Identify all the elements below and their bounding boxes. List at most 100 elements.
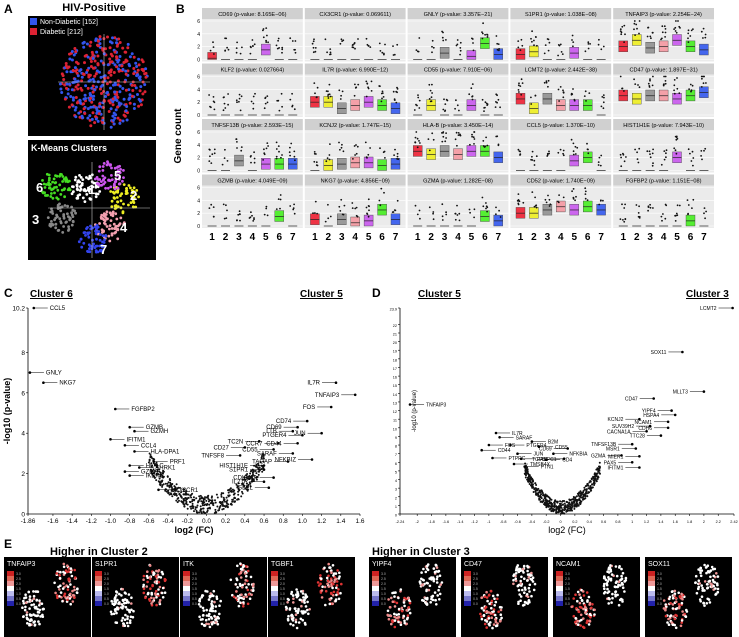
jitter-point — [280, 156, 282, 159]
jitter-point — [417, 50, 420, 53]
jitter-point — [572, 153, 575, 156]
volcano-point — [182, 498, 185, 500]
color-scale-swatch — [556, 581, 563, 586]
jitter-point — [572, 142, 575, 145]
feature-cell-point — [337, 597, 341, 601]
jitter-point — [369, 46, 372, 48]
jitter-point — [240, 146, 243, 149]
tsne-cluster-point — [118, 171, 122, 174]
tsne-cell-point — [113, 90, 117, 94]
feature-cell-point — [299, 617, 303, 621]
volcano-point — [542, 499, 545, 501]
jitter-point — [660, 215, 663, 218]
volcano-point — [538, 497, 541, 500]
facet-plot-area — [407, 185, 509, 228]
jitter-point — [621, 203, 623, 206]
jitter-point — [531, 40, 533, 43]
jitter-point — [533, 159, 536, 162]
color-scale-value: 0.0 — [565, 602, 570, 606]
feature-cell-point — [399, 623, 403, 626]
gene-label: TMSB4X — [530, 462, 551, 468]
tsne-cluster-point — [80, 183, 84, 187]
tsne-cluster-point — [100, 217, 103, 220]
gene-label: NFKBIZ — [275, 457, 297, 463]
jitter-point — [584, 50, 587, 53]
volcano-point — [593, 484, 596, 486]
jitter-point — [485, 136, 487, 139]
tsne-cluster-point — [59, 209, 63, 213]
tsne-cluster-point — [122, 169, 125, 172]
jitter-point — [281, 46, 284, 49]
jitter-point — [456, 104, 459, 107]
tsne-cluster-point — [94, 195, 98, 199]
tsne-cell-point — [132, 107, 136, 110]
jitter-point — [472, 136, 475, 139]
tsne-cell-point — [122, 97, 126, 101]
tsne-cell-point — [95, 106, 98, 110]
jitter-point — [241, 46, 243, 49]
tsne-cell-point — [108, 46, 112, 50]
volcano-point — [223, 505, 226, 508]
y-tick-label: 5 — [395, 470, 397, 474]
jitter-point — [664, 75, 667, 78]
volcano-point — [550, 498, 553, 501]
facet-plot-area — [613, 185, 714, 228]
jitter-point — [209, 49, 212, 52]
volcano-point — [250, 469, 253, 472]
feature-cell-point — [716, 575, 720, 578]
feature-cell-point — [706, 586, 709, 590]
feature-cell-point — [530, 571, 533, 575]
volcano-point — [570, 507, 573, 510]
volcano-point — [153, 458, 156, 461]
jitter-point — [316, 86, 319, 89]
color-scale-swatch — [95, 576, 102, 581]
color-scale-value: 2.0 — [565, 582, 570, 586]
feature-cell-point — [337, 577, 341, 580]
volcano-point — [198, 498, 201, 501]
tsne-cell-point — [109, 73, 113, 77]
feature-cell-point — [247, 583, 250, 586]
feature-cell-point — [615, 580, 618, 583]
y-tick-label: 12 — [393, 410, 397, 414]
volcano-point — [255, 472, 258, 475]
jitter-point — [687, 37, 689, 40]
volcano-point — [190, 505, 193, 508]
volcano-point — [237, 490, 240, 493]
jitter-point — [445, 39, 447, 41]
tsne-cluster-point — [84, 234, 87, 237]
color-scale-value: 2.5 — [104, 577, 109, 581]
color-scale-swatch — [7, 576, 14, 581]
tsne-cluster-point — [59, 172, 62, 176]
panel-a-title: HIV-Positive — [62, 2, 126, 14]
x-tick-label: 4 — [455, 232, 461, 243]
jitter-point — [647, 206, 650, 209]
feature-cell-point — [393, 605, 397, 608]
tsne-cluster-point — [110, 166, 113, 170]
tsne-cell-point — [101, 106, 105, 109]
cluster-label: 4 — [120, 220, 128, 235]
volcano-point — [251, 479, 254, 482]
jitter-point — [293, 203, 295, 206]
feature-cell-point — [515, 567, 518, 570]
volcano-point — [214, 501, 217, 504]
tsne-cluster-point — [88, 247, 91, 251]
tsne-cluster-point — [85, 176, 88, 179]
jitter-point — [647, 209, 649, 212]
feature-cell-point — [578, 601, 582, 605]
feature-cell-point — [712, 584, 715, 588]
feature-cell-point — [581, 625, 585, 629]
feature-cell-point — [708, 579, 712, 583]
volcano-point — [148, 452, 151, 455]
jitter-point — [429, 89, 432, 92]
gene-label: TNFAIP3 — [426, 403, 447, 409]
feature-cell-point — [391, 600, 395, 603]
jitter-point — [235, 138, 238, 141]
jitter-point — [686, 199, 689, 202]
feature-cell-point — [239, 601, 242, 604]
feature-cell-point — [674, 607, 678, 611]
feature-cell-point — [286, 597, 290, 601]
jitter-point — [354, 154, 356, 156]
volcano-point — [251, 477, 254, 480]
volcano-point — [182, 502, 185, 505]
jitter-point — [262, 28, 265, 30]
